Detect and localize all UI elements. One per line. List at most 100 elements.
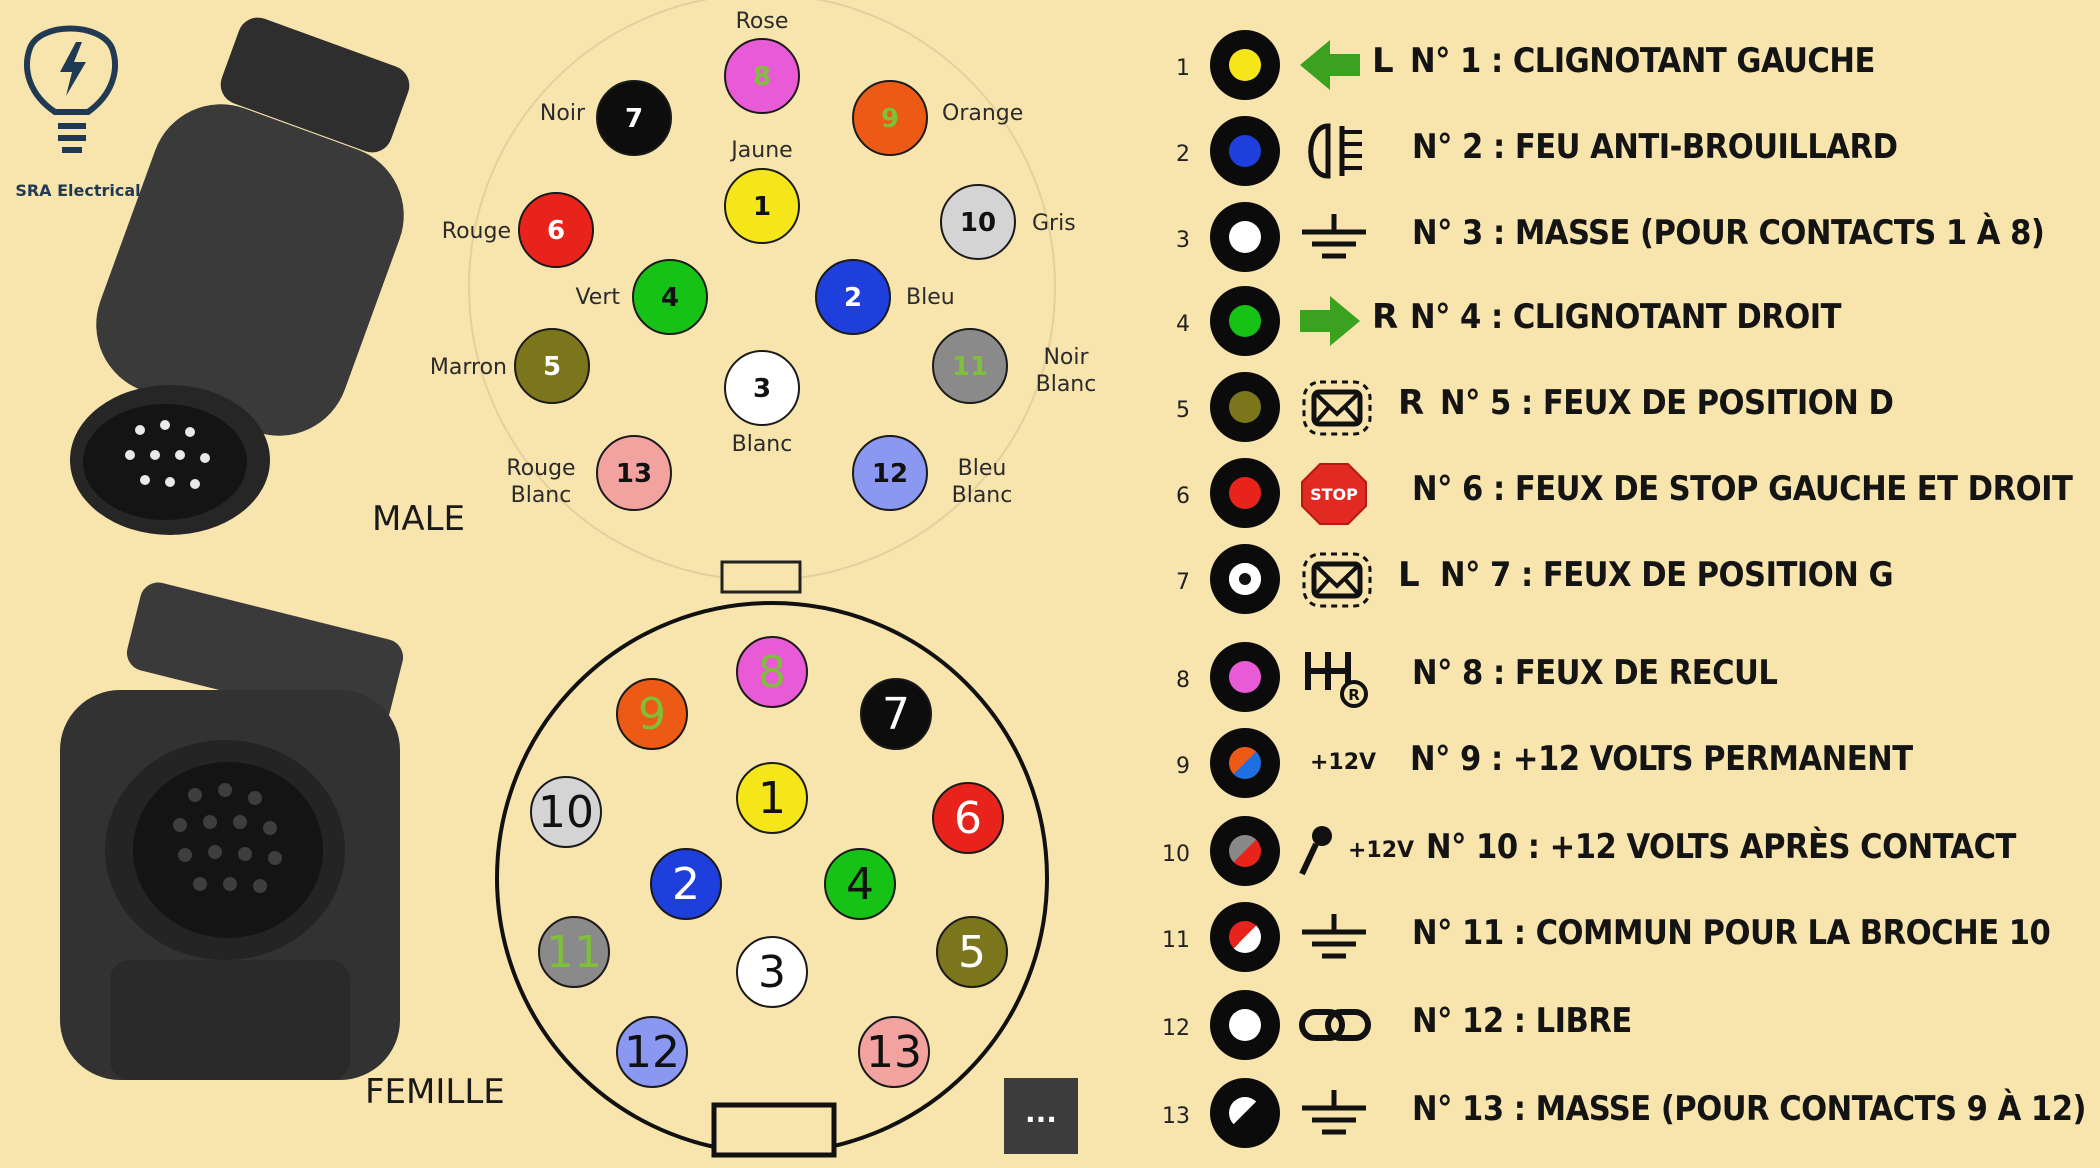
female-pin-3: 3: [736, 936, 808, 1008]
pin-dot: [616, 678, 688, 750]
legend-color-dot: [1210, 458, 1280, 528]
pin-number: 10: [538, 787, 594, 838]
pin-dot: [530, 776, 602, 848]
legend-prefix: L: [1372, 41, 1394, 81]
pin-color-label: Gris: [1032, 211, 1076, 236]
legend-pin-number: 12: [1162, 1016, 1190, 1041]
legend-row-2: 2 N° 2 : FEU ANTI-BROUILLARD: [1150, 116, 2090, 196]
legend-color-dot: [1210, 1078, 1280, 1148]
pin-number: 2: [844, 283, 862, 313]
pin-number: 11: [952, 352, 988, 382]
legend-pin-number: 13: [1162, 1104, 1190, 1129]
female-title: FEMILLE: [365, 1072, 505, 1112]
pin-dot: [852, 80, 928, 156]
pin-dot: [724, 38, 800, 114]
pin-number: 5: [543, 352, 561, 382]
pin-dot: [932, 328, 1008, 404]
pin-number: 3: [758, 947, 786, 998]
legend-pin-number: 8: [1176, 668, 1190, 693]
pin-number: 9: [638, 689, 666, 740]
pin-number: 12: [872, 459, 908, 489]
pin-dot: [632, 259, 708, 335]
female-pin-13: 13: [858, 1016, 930, 1088]
legend-pin-number: 1: [1176, 56, 1190, 81]
pin-color-label: Rose: [736, 9, 789, 34]
legend-description: N° 10 : +12 VOLTS APRÈS CONTACT: [1426, 827, 2016, 867]
pin-number: 2: [672, 859, 700, 910]
female-pin-5: 5: [936, 916, 1008, 988]
brand-name: SRA Electrical: [15, 181, 140, 200]
male-pin-4: 4 Vert: [575, 259, 708, 335]
legend-pin-number: 2: [1176, 142, 1190, 167]
pin-number: 3: [753, 374, 771, 404]
legend-pin-number: 3: [1176, 228, 1190, 253]
pin-number: 9: [881, 104, 899, 134]
pin-number: 1: [758, 773, 786, 824]
legend-color-dot: [1210, 728, 1280, 798]
legend-color-dot: [1210, 116, 1280, 186]
female-pin-2: 2: [650, 848, 722, 920]
legend-row-10: 10 +12V N° 10 : +12 VOLTS APRÈS CONTACT: [1150, 816, 2090, 896]
pin-number: 4: [661, 283, 679, 313]
pin-dot: [940, 184, 1016, 260]
stop-sign-icon: STOP: [1298, 460, 1418, 526]
pin-dot: [932, 782, 1004, 854]
fog-light-icon: [1298, 118, 1418, 184]
legend-row-3: 3 N° 3 : MASSE (POUR CONTACTS 1 À 8): [1150, 202, 2090, 282]
pin-number: 7: [882, 689, 910, 740]
pin-dot: [724, 168, 800, 244]
position-light-icon: [1298, 374, 1418, 440]
legend-description: N° 2 : FEU ANTI-BROUILLARD: [1412, 127, 1898, 167]
legend-pin-number: 5: [1176, 398, 1190, 423]
pin-dot: [858, 1016, 930, 1088]
more-options-button[interactable]: ...: [1004, 1078, 1078, 1154]
legend-pin-number: 10: [1162, 842, 1190, 867]
pin-dot: [936, 916, 1008, 988]
ignition-key-icon: [1298, 818, 1418, 884]
legend-description: N° 11 : COMMUN POUR LA BROCHE 10: [1412, 913, 2051, 953]
female-pin-7: 7: [860, 678, 932, 750]
pin-number: 13: [616, 459, 652, 489]
lightning-bolt-icon: [60, 42, 86, 96]
legend-description: N° 3 : MASSE (POUR CONTACTS 1 À 8): [1412, 213, 2045, 253]
legend-description: N° 7 : FEUX DE POSITION G: [1440, 555, 1894, 595]
legend-color-dot: [1210, 286, 1280, 356]
legend-description: N° 5 : FEUX DE POSITION D: [1440, 383, 1894, 423]
legend-row-11: 11 N° 11 : COMMUN POUR LA BROCHE 10: [1150, 902, 2090, 982]
pin-color-label: Blanc: [732, 432, 793, 457]
link-icon: [1298, 992, 1418, 1058]
female-pin-10: 10: [530, 776, 602, 848]
legend-prefix: +12V: [1348, 838, 1415, 863]
legend-color-dot: [1210, 372, 1280, 442]
pin-color-label: Noir: [540, 101, 586, 126]
ground-icon: [1298, 1080, 1418, 1146]
connector-diagram: SRA Electrical MALE: [15, 0, 1097, 1158]
female-pin-9: 9: [616, 678, 688, 750]
ground-icon: [1298, 904, 1418, 970]
legend-pin-number: 4: [1176, 312, 1190, 337]
legend-color-dot: [1210, 30, 1280, 100]
arrow-left-icon: [1298, 32, 1418, 98]
legend-color-dot: [1210, 642, 1280, 712]
lightbulb-icon: [24, 25, 118, 153]
pin-color-label: Vert: [575, 285, 620, 310]
pin-number: 12: [624, 1027, 680, 1078]
pin-dot: [596, 80, 672, 156]
male-title: MALE: [372, 499, 465, 539]
male-plug-image: [70, 17, 410, 535]
female-pin-8: 8: [736, 636, 808, 708]
female-socket-image: [60, 582, 404, 1080]
legend-pin-number: 11: [1162, 928, 1190, 953]
